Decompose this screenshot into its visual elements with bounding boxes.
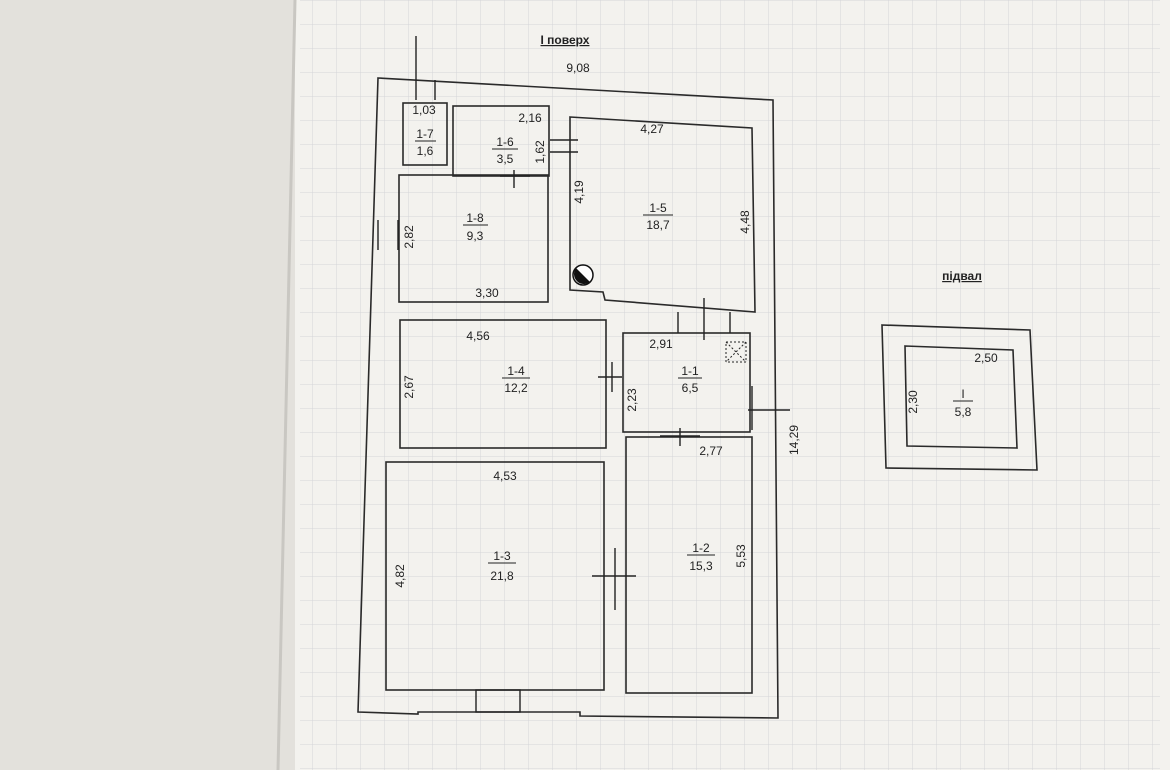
room-id: 1-8 xyxy=(466,211,484,225)
room-id: 1-5 xyxy=(649,201,667,215)
room-1-7 xyxy=(402,102,448,166)
dim: 2,77 xyxy=(699,444,723,458)
dim: 2,30 xyxy=(906,390,920,414)
dim: 4,53 xyxy=(493,469,517,483)
room-area: 6,5 xyxy=(682,381,699,395)
basement-title: підвал xyxy=(942,269,982,283)
floor1-plan: I поверх 9,08 1,03 1-7 1,6 2,16 1-6 3,5 … xyxy=(357,33,801,719)
dim: 4,19 xyxy=(572,180,586,204)
room-area: 18,7 xyxy=(646,218,670,232)
room-id: 1-7 xyxy=(416,127,434,141)
dim: 2,23 xyxy=(625,388,639,412)
room-area: 5,8 xyxy=(955,405,972,419)
floor1-title: I поверх xyxy=(541,33,590,47)
dim: 4,82 xyxy=(393,564,407,588)
room-id: 1-6 xyxy=(496,135,514,149)
page-edge xyxy=(276,0,297,770)
door-marks xyxy=(377,36,790,713)
dim: 4,56 xyxy=(466,329,490,343)
room-1-1 xyxy=(622,332,751,433)
dim: 1,03 xyxy=(412,103,436,117)
room-id: 1-1 xyxy=(681,364,699,378)
dim: 2,16 xyxy=(518,111,542,125)
room-id: 1-3 xyxy=(493,549,511,563)
room-id: I xyxy=(961,387,964,401)
room-1-4 xyxy=(399,319,607,449)
outer-wall xyxy=(357,77,779,719)
basement-outer-wall xyxy=(881,324,1038,471)
room-1-8 xyxy=(398,174,549,303)
boiler-icon xyxy=(572,264,594,286)
room-area: 12,2 xyxy=(504,381,528,395)
basement-plan: підвал 2,50 2,30 I 5,8 xyxy=(881,269,1038,471)
room-area: 9,3 xyxy=(467,229,484,243)
room-1-2 xyxy=(625,436,753,694)
room-area: 3,5 xyxy=(497,152,514,166)
room-area: 21,8 xyxy=(490,569,514,583)
dim: 4,27 xyxy=(640,122,664,136)
overall-width: 9,08 xyxy=(566,61,590,75)
dim: 4,48 xyxy=(738,210,752,234)
dim: 2,50 xyxy=(974,351,998,365)
dim: 2,67 xyxy=(402,375,416,399)
room-area: 15,3 xyxy=(689,559,713,573)
room-id: 1-2 xyxy=(692,541,710,555)
left-page xyxy=(0,0,300,770)
dim: 2,91 xyxy=(649,337,673,351)
chimney-icon xyxy=(725,341,747,363)
dim: 5,53 xyxy=(734,544,748,568)
room-I xyxy=(904,345,1018,449)
dim: 3,30 xyxy=(475,286,499,300)
dim: 1,62 xyxy=(533,140,547,164)
room-area: 1,6 xyxy=(417,144,434,158)
dim: 2,82 xyxy=(402,225,416,249)
grid-paper xyxy=(300,0,1160,770)
room-1-5 xyxy=(569,116,756,313)
overall-length: 14,29 xyxy=(787,425,801,455)
room-id: 1-4 xyxy=(507,364,525,378)
